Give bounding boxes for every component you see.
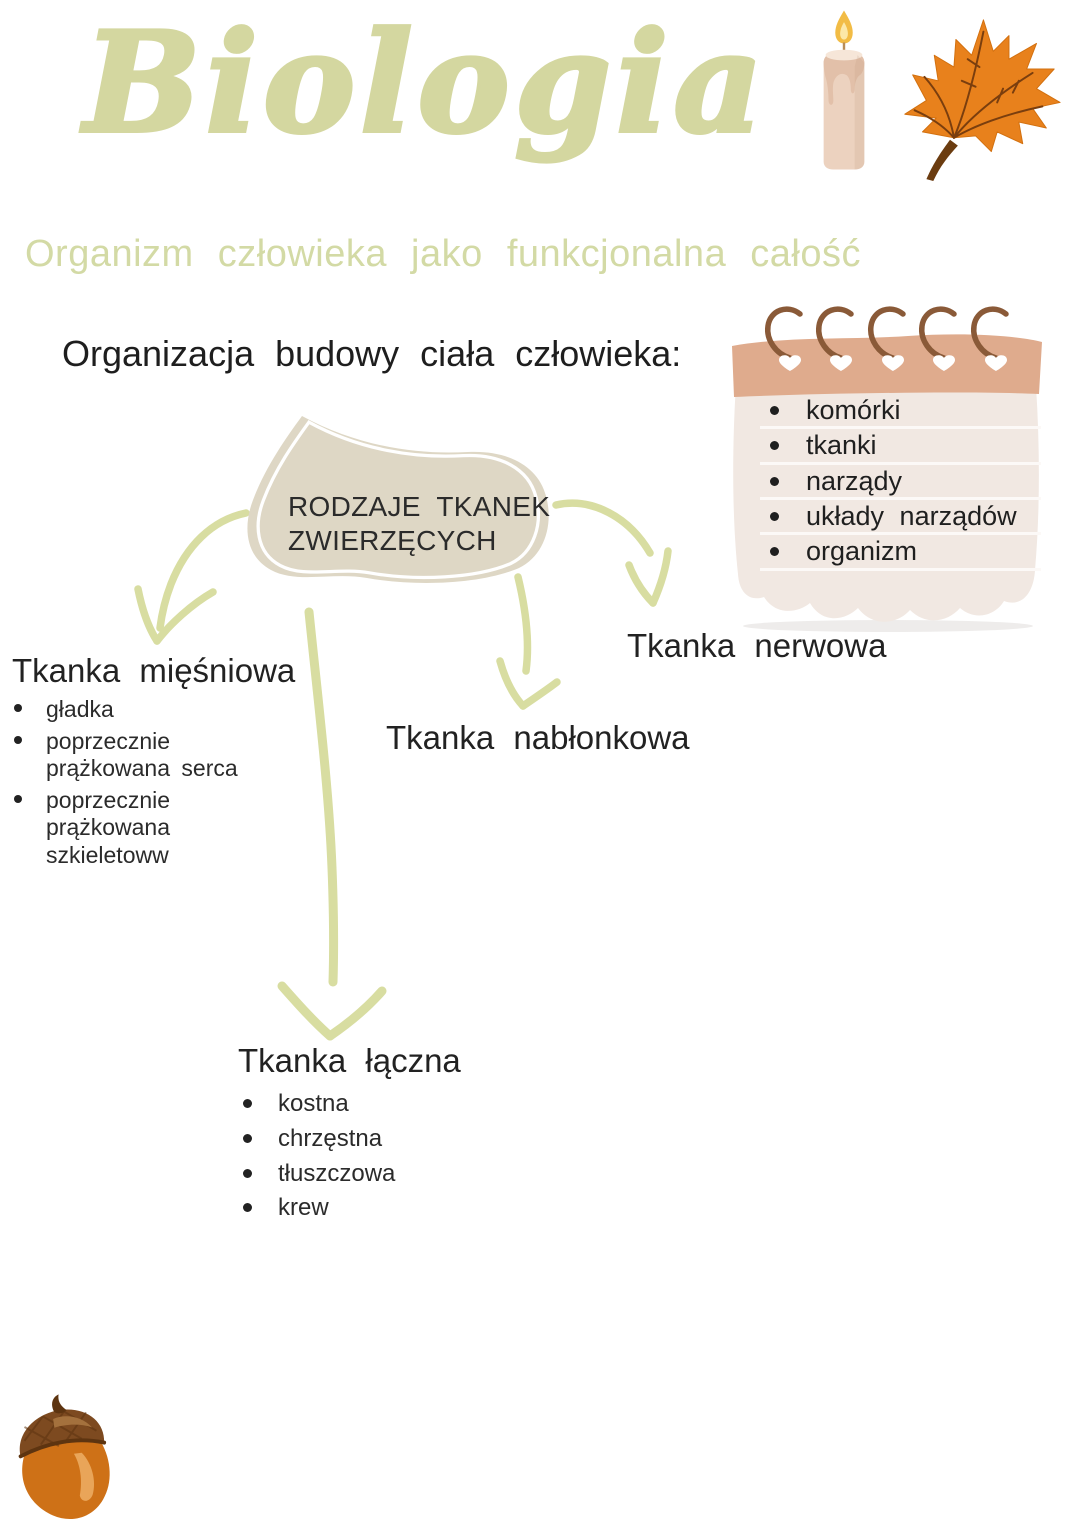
maple-leaf-icon [904,19,1061,182]
list-item: komórki [760,396,1041,430]
list-item: narządy [760,467,1041,501]
candle-icon [823,10,865,170]
tkanka-miesniowa-list: gładka poprzecznie prążkowana serca popr… [12,696,302,874]
central-node-label: RODZAJE TKANEK ZWIERZĘCYCH [288,491,551,557]
acorn-icon [18,1394,110,1519]
central-node: RODZAJE TKANEK ZWIERZĘCYCH [236,404,566,604]
spiral-ring-icon [765,306,1009,361]
section-heading: Organizacja budowy ciała człowieka: [62,333,682,374]
blob-shape [247,416,549,584]
page-title: Biologia [82,1,768,164]
notepad-sticker: komórki tkanki narządy układy narządów o… [728,298,1046,633]
list-item: kostna [238,1090,498,1119]
list-item: poprzecznie prążkowana serca [12,728,302,783]
list-item: gładka [12,696,302,724]
list-item: organizm [760,537,1041,571]
heart-icon [779,355,1007,371]
branch-label-tkanka-nablonkowa: Tkanka nabłonkowa [386,719,690,756]
branch-label-tkanka-miesniowa: Tkanka mięśniowa [12,652,296,689]
list-item: tłuszczowa [238,1160,498,1189]
arrow-to-tkanka-nerwowa-icon [552,499,672,607]
notepad-background [732,306,1042,632]
page-subtitle: Organizm człowieka jako funkcjonalna cał… [25,233,861,275]
list-item: chrzęstna [238,1125,498,1154]
branch-label-tkanka-nerwowa: Tkanka nerwowa [627,627,887,664]
arrow-to-tkanka-miesniowa-icon [134,509,250,645]
tkanka-laczna-list: kostna chrzęstna tłuszczowa krew [238,1090,498,1229]
notepad-list: komórki tkanki narządy układy narządów o… [760,396,1041,573]
list-item: poprzecznie prążkowana szkieletoww [12,787,302,870]
list-item: tkanki [760,431,1041,465]
list-item: krew [238,1194,498,1223]
branch-label-tkanka-laczna: Tkanka łączna [238,1042,461,1079]
list-item: układy narządów [760,502,1041,536]
